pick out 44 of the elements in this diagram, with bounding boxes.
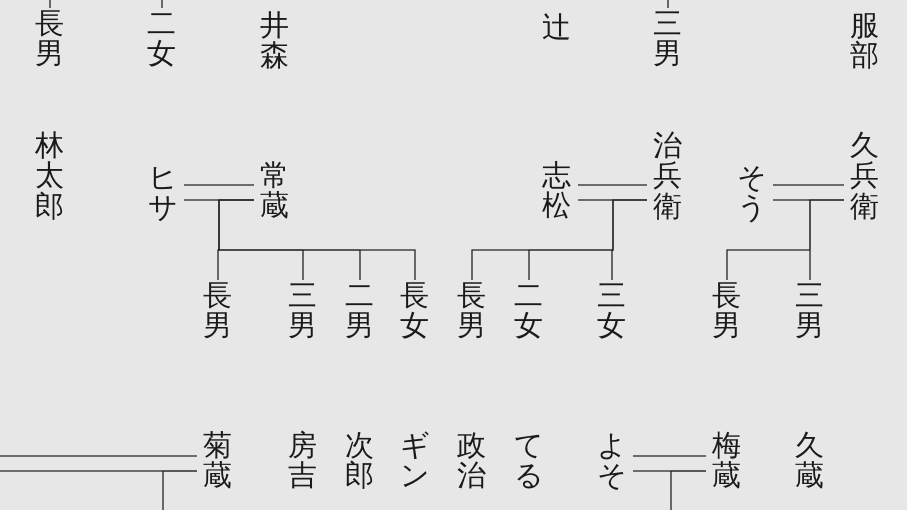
name-label: 三女 [591,280,632,341]
descent-line [667,0,669,8]
name-label: 久兵衛 [844,130,885,222]
name-label: 井森 [254,10,295,71]
name-label: 久蔵 [789,430,830,491]
name-label: 治兵衛 [647,130,688,222]
name-label: てる [508,430,549,491]
descent-line [670,470,706,510]
descent-line [49,0,51,8]
name-label: 二女 [141,8,182,69]
name-label: ヒサ [142,162,183,223]
name-label: 辻 [536,12,577,42]
marriage-line [772,184,845,201]
name-label: 常蔵 [254,160,295,221]
name-label: 服部 [844,10,885,71]
marriage-line [632,455,707,472]
name-label: 長男 [29,8,70,69]
name-label: よそ [591,430,632,491]
descent-line [218,199,416,280]
descent-line [809,199,844,280]
name-label: 林太郎 [29,130,70,222]
descent-line [161,0,163,8]
name-label: 三男 [282,280,323,341]
marriage-line [577,184,648,201]
name-label: 菊蔵 [197,430,238,491]
name-label: 長女 [394,280,435,341]
name-label: 二女 [508,280,549,341]
name-label: 政治 [451,430,492,491]
name-label: 志松 [536,160,577,221]
name-label: ギン [394,430,435,491]
name-label: 長男 [451,280,492,341]
name-label: 次郎 [339,430,380,491]
name-label: 長男 [197,280,238,341]
name-label: 長男 [706,280,747,341]
marriage-line [183,184,255,201]
descent-line [611,199,647,280]
name-label: 二男 [339,280,380,341]
name-label: 三男 [647,8,688,69]
name-label: そう [731,162,772,223]
name-label: 三男 [789,280,830,341]
name-label: 房吉 [282,430,323,491]
marriage-line [0,455,198,472]
descent-line [162,470,197,510]
name-label: 梅蔵 [706,430,747,491]
